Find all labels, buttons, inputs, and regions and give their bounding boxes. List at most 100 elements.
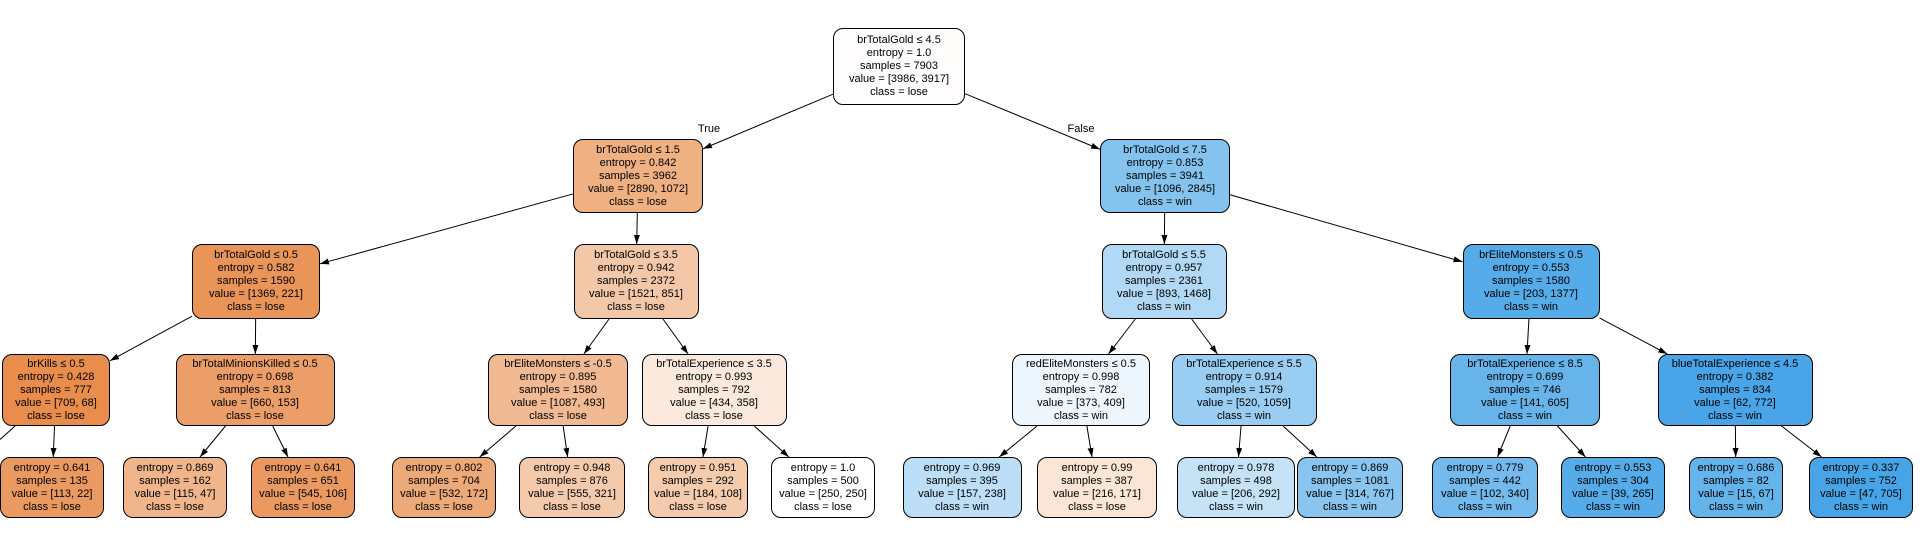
node-text-line: samples = 395 <box>926 474 998 487</box>
tree-edge <box>964 93 1101 150</box>
node-text-line: class = lose <box>543 500 601 513</box>
node-text-line: samples = 746 <box>1489 383 1561 396</box>
node-text-line: samples = 752 <box>1825 474 1897 487</box>
node-text-line: class = win <box>1708 500 1764 513</box>
node-text-line: value = [373, 409] <box>1037 396 1125 409</box>
node-text-line: class = lose <box>274 500 332 513</box>
tree-edge <box>50 425 57 458</box>
node-text-line: entropy = 0.802 <box>405 461 483 474</box>
node-text-line: entropy = 0.779 <box>1446 461 1524 474</box>
tree-edge <box>1086 425 1094 458</box>
node-text-line: value = [3986, 3917] <box>849 73 949 85</box>
tree-edge <box>1524 318 1531 355</box>
tree-edge <box>583 318 610 355</box>
node-text-line: brTotalMinionsKilled ≤ 0.5 <box>192 357 318 370</box>
node-text-line: value = [1369, 221] <box>209 288 303 300</box>
tree-edge <box>1781 425 1822 458</box>
tree-edge <box>753 425 790 458</box>
node-text-line: samples = 704 <box>408 474 480 487</box>
node-text-line: samples = 1590 <box>217 275 295 287</box>
node-text-line: samples = 792 <box>678 383 750 396</box>
node-text-line: value = [102, 340] <box>1441 487 1529 500</box>
node-text-line: value = [1521, 851] <box>589 288 683 300</box>
node-text-line: samples = 813 <box>219 383 291 396</box>
node-text-line: entropy = 0.957 <box>1125 262 1203 274</box>
node-text-line: brTotalGold ≤ 1.5 <box>596 143 680 156</box>
node-text-line: value = [15, 67] <box>1698 487 1774 500</box>
node-text-line: value = [532, 172] <box>400 487 488 500</box>
node-text-line: samples = 2372 <box>597 275 675 287</box>
node-text-line: brEliteMonsters ≤ 0.5 <box>1479 249 1583 261</box>
node-text-line: class = win <box>1503 301 1559 313</box>
node-text-line: brTotalExperience ≤ 5.5 <box>1186 357 1302 370</box>
node-text-line: class = win <box>934 500 990 513</box>
node-text-line: entropy = 0.686 <box>1697 461 1775 474</box>
node-text-line: samples = 1081 <box>1311 474 1389 487</box>
tree-edge <box>998 425 1038 458</box>
node-text-line: entropy = 0.699 <box>1486 370 1564 383</box>
node-text-line: value = [216, 171] <box>1053 487 1141 500</box>
node-text-line: samples = 3962 <box>599 169 677 182</box>
node-text-line: samples = 782 <box>1045 383 1117 396</box>
tree-edge <box>1191 318 1218 355</box>
node-text-line: value = [113, 22] <box>11 487 93 500</box>
node-text-line: redEliteMonsters ≤ 0.5 <box>1026 357 1136 370</box>
tree-edge <box>109 315 193 362</box>
node-text-line: samples = 651 <box>267 474 339 487</box>
node-text-line: samples = 442 <box>1449 474 1521 487</box>
node-text-line: entropy = 1.0 <box>866 47 932 59</box>
node-text-line: entropy = 0.969 <box>923 461 1001 474</box>
node-text-line: entropy = 0.428 <box>17 370 95 383</box>
node-text-line: samples = 2361 <box>1125 275 1203 287</box>
node-text-line: samples = 777 <box>20 383 92 396</box>
tree-edge <box>1557 425 1586 458</box>
tree-edge <box>1282 425 1318 458</box>
tree-edge <box>1108 318 1136 355</box>
node-text-line: class = lose <box>415 500 473 513</box>
tree-edge <box>633 212 640 245</box>
node-text-line: entropy = 0.951 <box>659 461 737 474</box>
node-text-line: class = lose <box>226 409 284 422</box>
tree-edge <box>1497 425 1511 458</box>
node-text-line: class = win <box>1216 409 1272 422</box>
node-text-line: samples = 304 <box>1577 474 1649 487</box>
node-text-line: brTotalExperience ≤ 3.5 <box>656 357 772 370</box>
node-text-line: samples = 135 <box>16 474 88 487</box>
node-text-line: value = [157, 238] <box>918 487 1006 500</box>
node-text-line: class = lose <box>529 409 587 422</box>
node-text-line: value = [545, 106] <box>259 487 347 500</box>
tree-edge <box>272 425 289 458</box>
node-text-line: value = [2890, 1072] <box>588 182 688 195</box>
node-text-line: brTotalGold ≤ 7.5 <box>1123 143 1207 156</box>
node-text-line: value = [141, 605] <box>1481 396 1569 409</box>
node-text-line: entropy = 0.641 <box>13 461 91 474</box>
node-text-line: value = [660, 153] <box>211 396 299 409</box>
node-text-line: samples = 498 <box>1200 474 1272 487</box>
node-text-line: entropy = 0.382 <box>1696 370 1774 383</box>
node-text-line: brTotalGold ≤ 0.5 <box>214 249 298 261</box>
node-text-line: value = [314, 767] <box>1306 487 1394 500</box>
node-text-line: entropy = 0.869 <box>136 461 214 474</box>
node-text-line: class = win <box>1208 500 1264 513</box>
tree-edge <box>701 425 709 458</box>
tree-edge <box>1236 425 1243 458</box>
node-text-line: value = [206, 292] <box>1192 487 1280 500</box>
node-text-line: value = [184, 108] <box>654 487 742 500</box>
node-text-line: entropy = 0.853 <box>1126 156 1204 169</box>
